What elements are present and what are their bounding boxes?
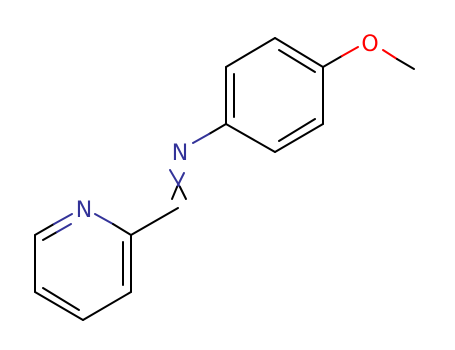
ring-double-bond: [278, 118, 316, 142]
ring-bond: [225, 37, 276, 68]
imine-bond-carbon-part: [179, 186, 187, 200]
imine-nitrogen-label: N: [172, 141, 188, 166]
methoxy-group: [322, 46, 415, 70]
imine-double-bond: [169, 169, 187, 200]
pyridine-ring: [34, 213, 132, 321]
imine-bond-nitrogen-part: [176, 172, 185, 188]
o-ch3-bond-carbon-part: [396, 58, 415, 70]
imine-bond-carbon-part: [171, 186, 178, 200]
ring-bond: [274, 37, 324, 68]
ring-bond-carbon-part: [34, 223, 55, 236]
ring-double-bond-nitrogen-part: [56, 223, 72, 233]
ring-double-bond: [42, 287, 80, 311]
ring-double-bond: [278, 49, 316, 73]
o-ch3-bond-oxygen-part: [382, 49, 398, 60]
aryl-n-bond-carbon-part: [208, 123, 227, 135]
ring-bond: [225, 123, 276, 153]
ring-bond: [82, 291, 132, 321]
ring-bond-nitrogen-part: [94, 213, 114, 225]
oxygen-atom-label: O: [361, 32, 378, 57]
c-o-bond-oxygen-part: [341, 46, 359, 57]
ring-bond: [34, 291, 84, 321]
ring-bond: [274, 123, 324, 153]
ring-bond-nitrogen-part: [53, 213, 73, 225]
aryl-n-bond: [192, 123, 227, 144]
c-o-bond-carbon-part: [322, 55, 343, 68]
aryl-n-bond-nitrogen-part: [192, 133, 210, 144]
pyridine-nitrogen-label: N: [76, 198, 92, 223]
methine-pyridine-bond: [130, 207, 179, 236]
ring-double-bond-carbon-part: [42, 231, 58, 241]
ring-bond-carbon-part: [112, 223, 132, 236]
methoxyphenyl-ring: [225, 37, 324, 153]
